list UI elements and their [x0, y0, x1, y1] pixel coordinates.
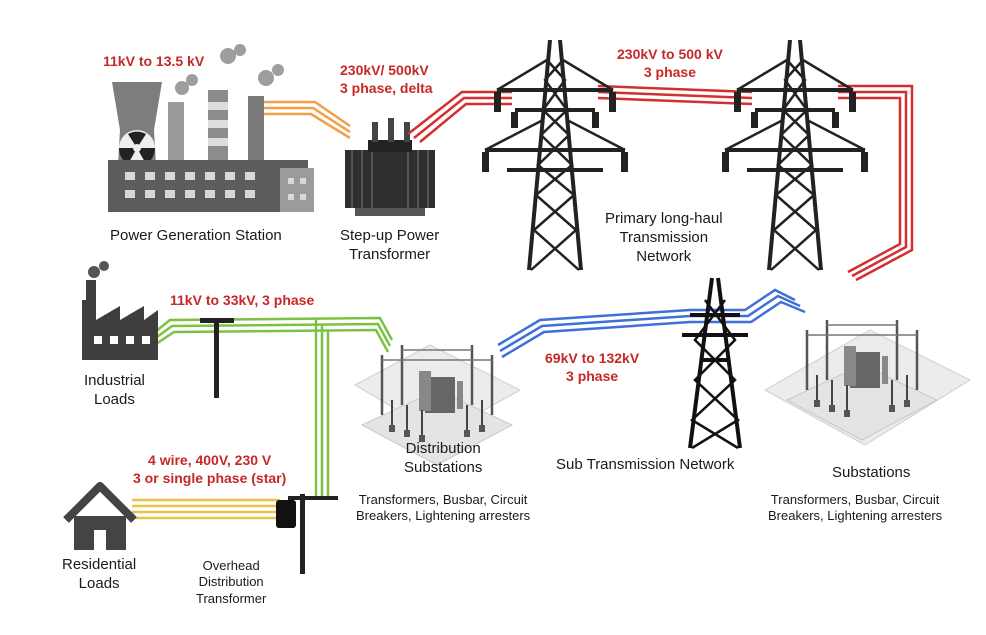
overhead-transformer-icon [276, 494, 338, 574]
sub-transmission-network-label: Sub Transmission Network [556, 456, 735, 473]
dist-sub-detail-line2: Breakers, Lightening arresters [356, 508, 531, 524]
primary-voltage-line2: 3 phase [643, 63, 696, 80]
industrial-label-line1: Industrial [84, 372, 145, 389]
primary-voltage-label: 230kV to 500 kV 3 phase [617, 46, 723, 81]
house-icon [63, 482, 137, 550]
residential-label-line2: Loads [78, 574, 120, 592]
dist-sub-detail-line1: Transformers, Busbar, Circuit [358, 492, 528, 507]
sub-transmission-line [497, 288, 806, 359]
overhead-label-line2: Distribution [198, 574, 264, 590]
substations-detail: Transformers, Busbar, Circuit Breakers, … [768, 492, 942, 525]
distribution-substations-detail: Transformers, Busbar, Circuit Breakers, … [356, 492, 530, 525]
dist-sub-label-line1: Distribution [405, 440, 481, 457]
sub-transmission-tower [682, 277, 748, 450]
residential-label-line1: Residential [62, 556, 137, 573]
primary-label-line3: Network [636, 247, 692, 265]
subtrans-voltage-label: 69kV to 132kV 3 phase [545, 350, 639, 385]
overhead-label-line3: Transformer [196, 590, 267, 606]
sub-detail-line2: Breakers, Lightening arresters [768, 508, 943, 524]
step-up-transformer-icon [345, 118, 435, 216]
factory-icon [82, 261, 158, 360]
overhead-transformer-label: Overhead Distribution Transformer [196, 558, 266, 607]
distribution-line [149, 316, 394, 500]
primary-label-line2: Transmission [619, 228, 709, 246]
stepup-voltage-line2: 3 phase, delta [340, 79, 433, 96]
generation-line [264, 100, 351, 140]
overhead-label-line1: Overhead [202, 558, 260, 573]
stepup-voltage-label: 230kV/ 500kV 3 phase, delta [340, 62, 433, 97]
generation-voltage-label: 11kV to 13.5 kV [103, 53, 205, 69]
primary-voltage-line1: 230kV to 500 kV [617, 46, 723, 62]
substations-label: Substations [832, 464, 911, 481]
stepup-voltage-line1: 230kV/ 500kV [340, 62, 429, 78]
distribution-substation-icon [353, 343, 522, 467]
stepup-transformer-label: Step-up Power Transformer [340, 227, 439, 265]
stepup-label-line1: Step-up Power [340, 227, 440, 244]
stepup-label-line2: Transformer [349, 245, 431, 263]
industrial-voltage-label: 11kV to 33kV, 3 phase [170, 292, 315, 308]
residential-voltage-line1: 4 wire, 400V, 230 V [148, 452, 272, 468]
primary-network-label: Primary long-haul Transmission Network [605, 210, 723, 266]
dist-sub-label-line2: Substations [404, 458, 483, 476]
subtrans-voltage-line2: 3 phase [566, 367, 619, 384]
distribution-substations-label: Distribution Substations [404, 440, 482, 478]
primary-label-line1: Primary long-haul [605, 210, 723, 227]
industrial-loads-label: Industrial Loads [84, 372, 145, 410]
subtrans-voltage-line1: 69kV to 132kV [545, 350, 640, 366]
power-station-label: Power Generation Station [110, 227, 282, 244]
residential-loads-label: Residential Loads [62, 556, 136, 594]
power-station-icon [108, 44, 314, 212]
residential-voltage-label: 4 wire, 400V, 230 V 3 or single phase (s… [133, 452, 286, 487]
residential-voltage-line2: 3 or single phase (star) [133, 469, 287, 486]
residential-line [132, 498, 280, 520]
sub-detail-line1: Transformers, Busbar, Circuit [770, 492, 940, 507]
transmission-tower-2 [720, 38, 870, 272]
industrial-label-line2: Loads [94, 390, 135, 408]
utility-pole-industrial [200, 318, 234, 398]
substation-icon [763, 318, 972, 446]
